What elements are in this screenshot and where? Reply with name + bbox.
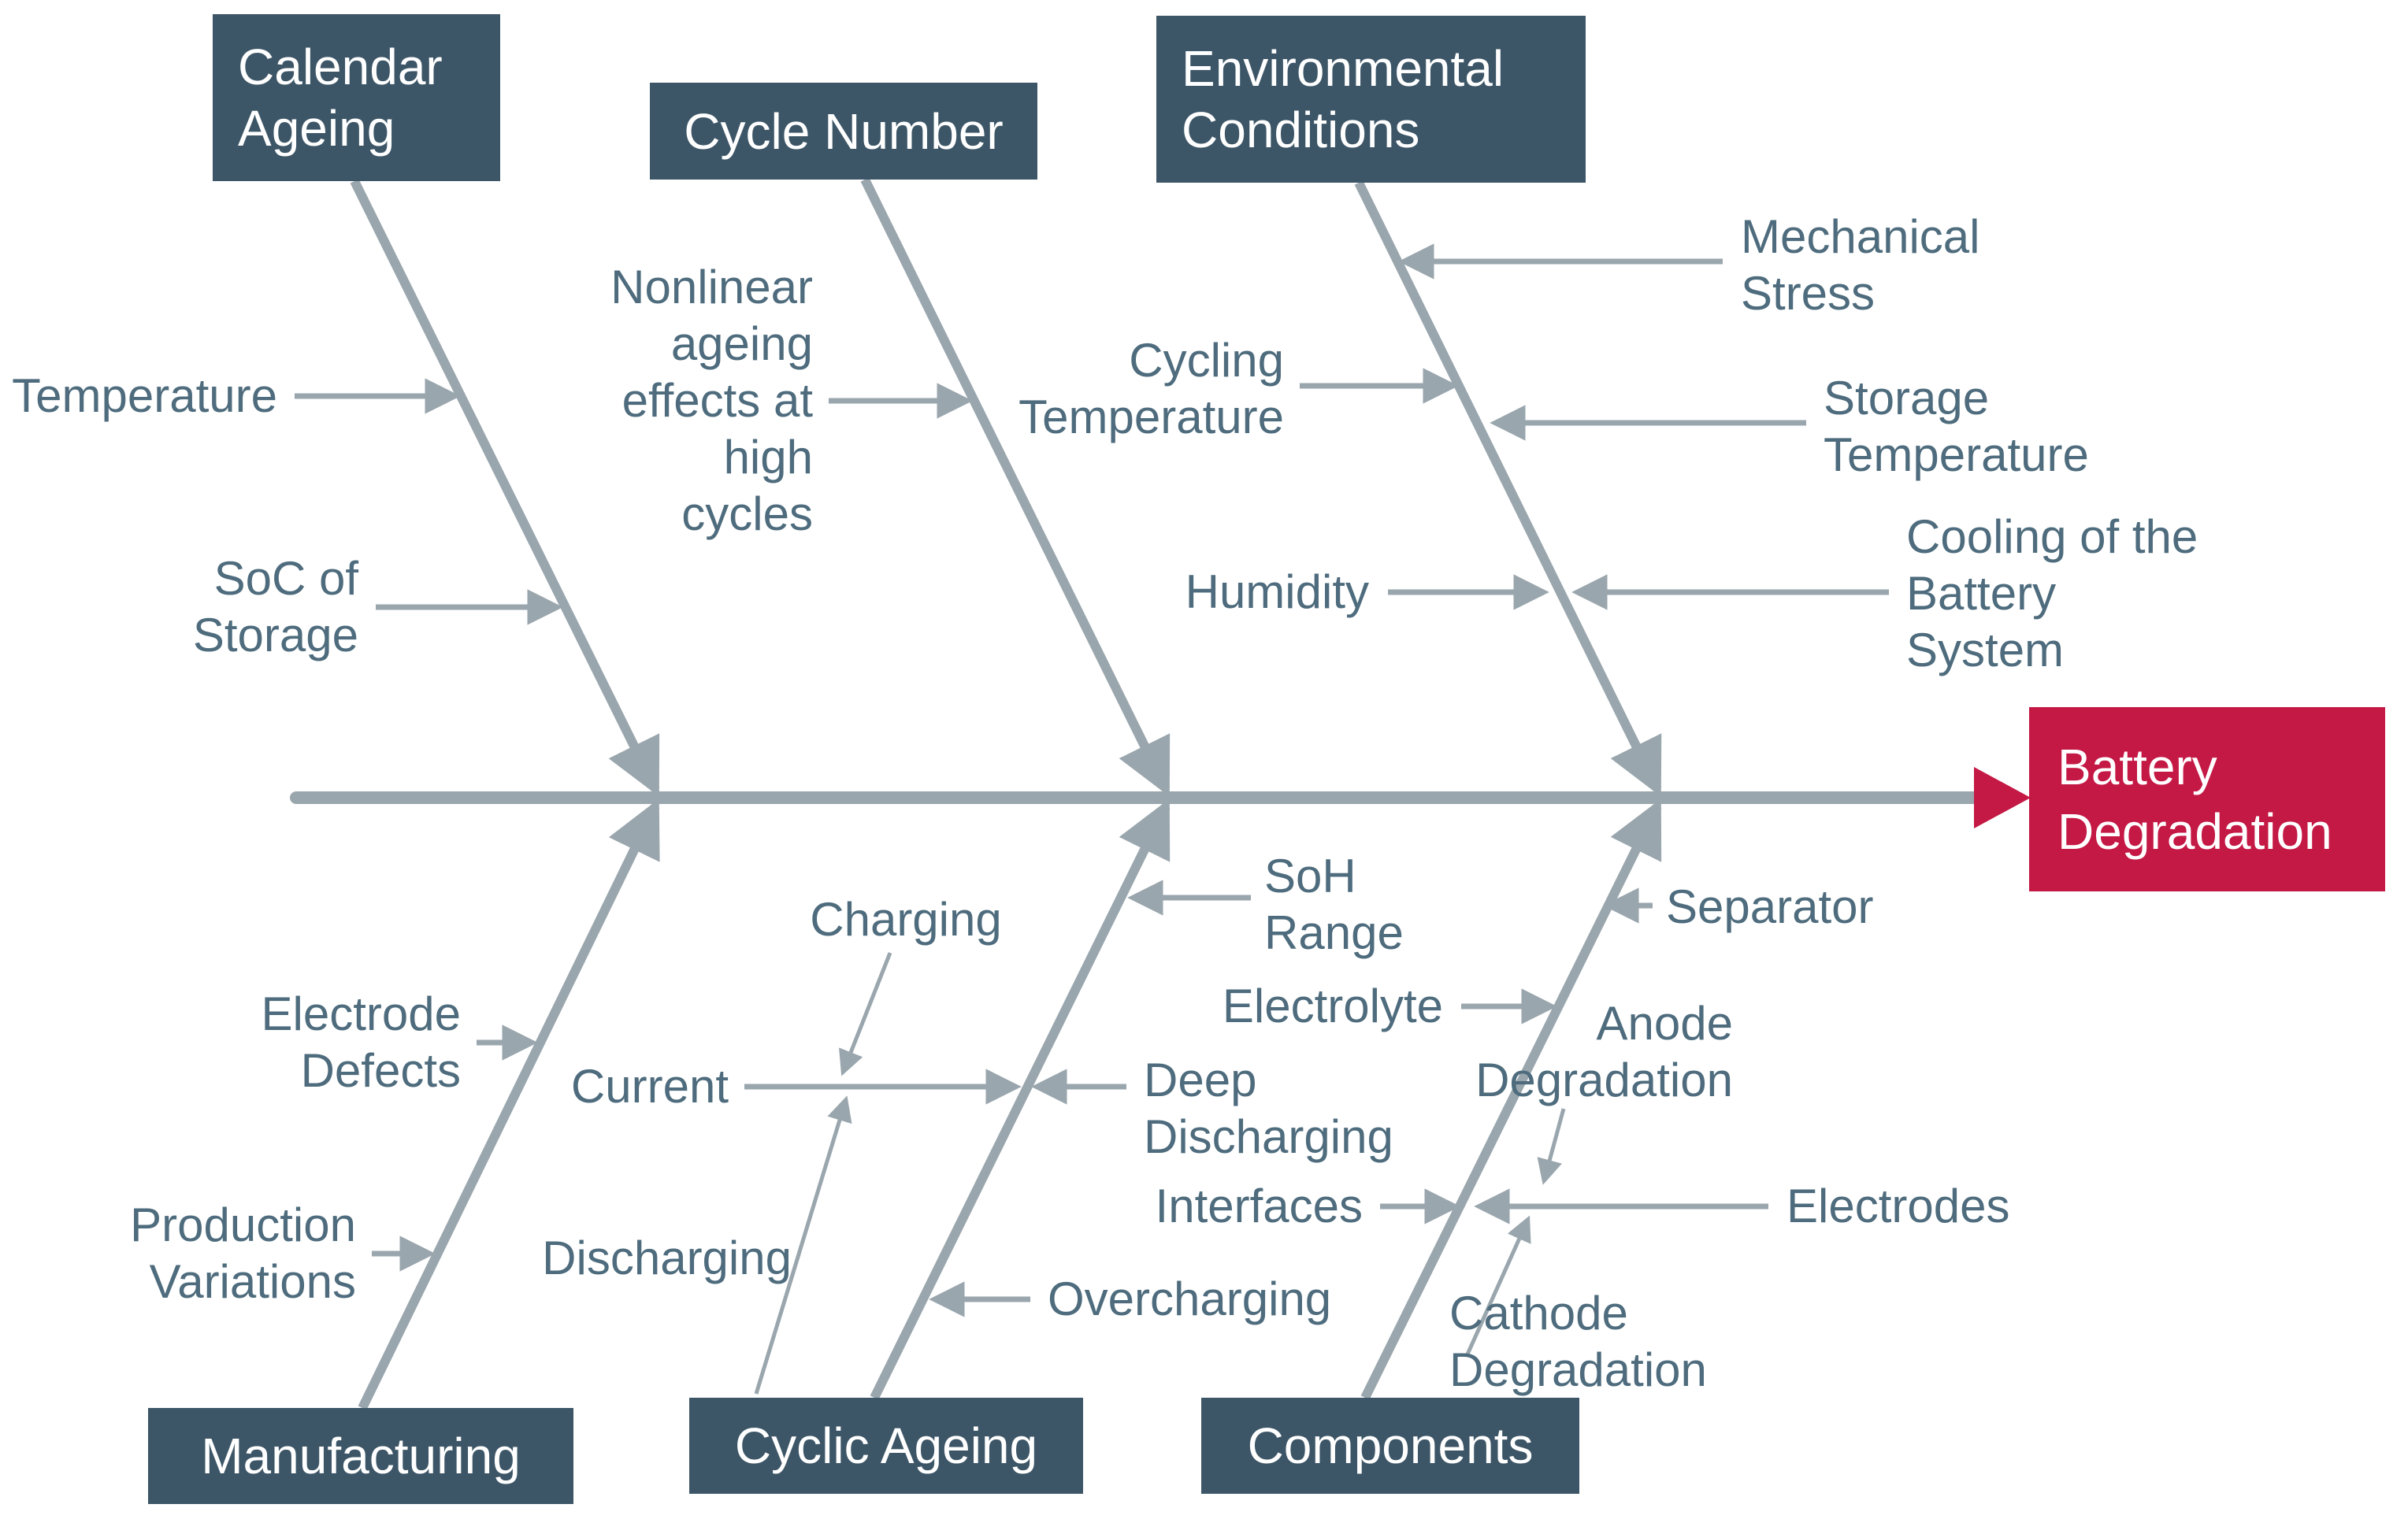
cycle-number-branch-line bbox=[860, 177, 1171, 797]
charging-subline bbox=[839, 952, 892, 1076]
cause-label-current: Current bbox=[570, 1060, 729, 1113]
cause-label-deep-discharging: Deep Discharging bbox=[1144, 1054, 1393, 1163]
cause-label-storage-temperature: Storage Temperature bbox=[1824, 372, 2089, 481]
cause-label-temperature: Temperature bbox=[12, 369, 277, 422]
cause-label-humidity: Humidity bbox=[1185, 565, 1369, 618]
cause-label-cooling-of-battery-system: Cooling of the Battery System bbox=[1906, 510, 2198, 676]
environmental-conditions-branch-line bbox=[1354, 180, 1662, 797]
cause-label-production-variations: Production Variations bbox=[130, 1199, 356, 1308]
category-box-calendar-ageing: Calendar Ageing bbox=[213, 14, 500, 181]
cause-label-nonlinear-ageing: Nonlinear ageing effects at high cycles bbox=[610, 261, 813, 540]
category-box-cyclic-ageing: Cyclic Ageing bbox=[689, 1398, 1083, 1494]
calendar-ageing-branch-line bbox=[350, 179, 660, 797]
category-box-environmental-conditions: Environmental Conditions bbox=[1156, 16, 1586, 183]
cause-label-separator: Separator bbox=[1666, 880, 1874, 933]
category-box-components: Components bbox=[1201, 1398, 1579, 1494]
cause-label-cathode-degradation: Cathode Degradation bbox=[1449, 1287, 1707, 1396]
manufacturing-branch-line bbox=[358, 798, 660, 1410]
cathode-degradation-subline bbox=[1464, 1215, 1531, 1358]
cause-label-electrode-defects: Electrode Defects bbox=[261, 987, 461, 1097]
cause-label-anode-degradation: Anode Degradation bbox=[1475, 997, 1733, 1106]
spine-arrowhead-icon bbox=[1974, 767, 2031, 828]
effect-box-battery-degradation: Battery Degradation bbox=[2029, 707, 2385, 891]
cause-label-soh-range: SoH Range bbox=[1264, 850, 1404, 959]
cause-label-electrodes: Electrodes bbox=[1787, 1180, 2010, 1232]
cause-label-interfaces: Interfaces bbox=[1155, 1180, 1363, 1232]
cause-label-mechanical-stress: Mechanical Stress bbox=[1741, 210, 1980, 320]
cause-label-cycling-temperature: Cycling Temperature bbox=[1018, 334, 1284, 443]
cause-label-charging: Charging bbox=[810, 893, 1002, 946]
cause-label-soc-of-storage: SoC of Storage bbox=[192, 552, 358, 661]
discharging-subline bbox=[754, 1095, 852, 1395]
cause-label-overcharging: Overcharging bbox=[1048, 1273, 1332, 1325]
category-box-manufacturing: Manufacturing bbox=[148, 1408, 573, 1504]
cause-label-electrolyte: Electrolyte bbox=[1222, 980, 1443, 1032]
anode-degradation-subline bbox=[1537, 1108, 1566, 1185]
cause-label-discharging: Discharging bbox=[542, 1232, 792, 1284]
category-box-cycle-number: Cycle Number bbox=[650, 83, 1037, 180]
